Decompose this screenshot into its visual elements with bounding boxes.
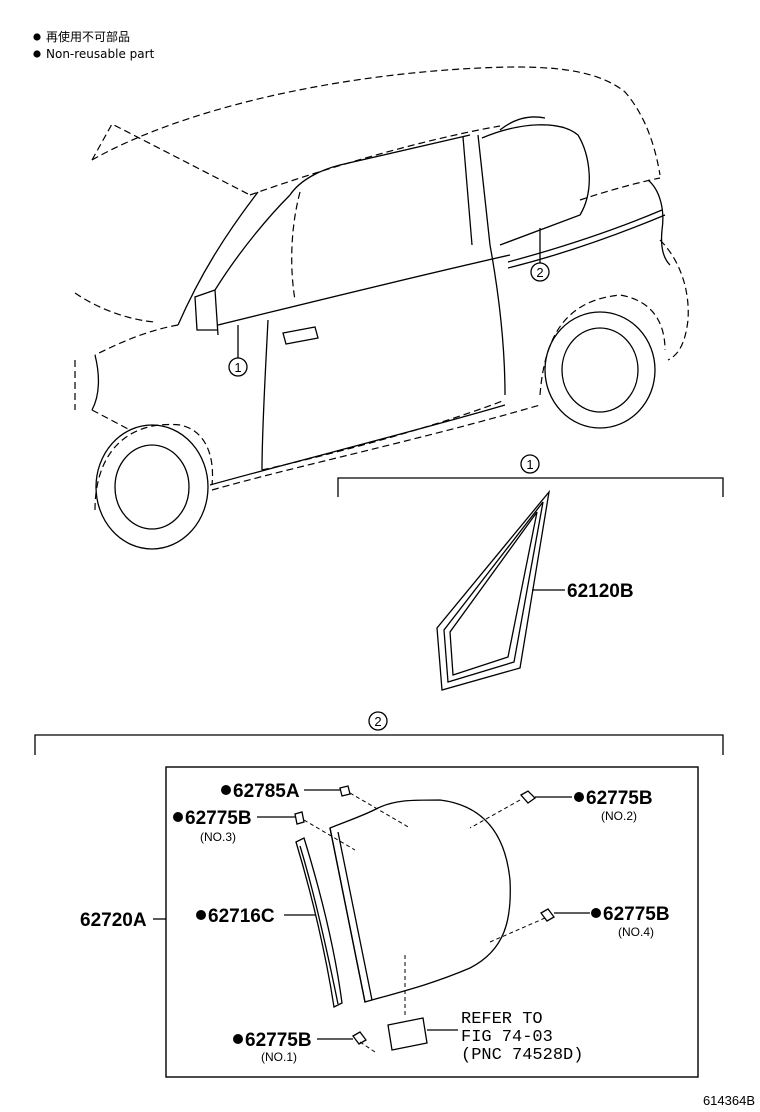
part-label-62775b-no3: 62775B (185, 808, 252, 829)
vehicle-callout-2: 2 (530, 228, 550, 282)
part-sub-no3: (NO.3) (200, 830, 236, 844)
label-62775b-no4: 62775B (NO.4) (554, 904, 670, 939)
attachment-lines (303, 792, 546, 1053)
section-2-bracket: 2 (34, 711, 724, 755)
label-62716c: 62716C (196, 906, 316, 927)
front-quarter-glass: 62120B (436, 489, 634, 691)
label-62720a: 62720A (80, 910, 166, 931)
legend-bullet-2 (33, 50, 41, 58)
part-label-62120b: 62120B (567, 581, 634, 602)
part-label-62785a: 62785A (233, 781, 300, 802)
part-label-62720a: 62720A (80, 910, 147, 931)
part-sub-no2: (NO.2) (601, 809, 637, 823)
assembly-box (165, 766, 699, 1078)
legend-text-japanese: 再使用不可部品 (46, 29, 130, 44)
refer-note: REFER TO FIG 74-03 (PNC 74528D) (427, 1010, 583, 1065)
part-sub-no4: (NO.4) (618, 925, 654, 939)
refer-line-3: (PNC 74528D) (461, 1046, 583, 1065)
vehicle-callout-1: 1 (228, 325, 248, 377)
refer-line-1: REFER TO (461, 1010, 543, 1029)
legend-bullet-1 (33, 33, 41, 41)
label-62775b-no1: 62775B (NO.1) (233, 1030, 353, 1064)
legend-text-english: Non-reusable part (46, 47, 155, 61)
label-62775b-no3: 62775B (NO.3) (173, 808, 295, 844)
rear-quarter-glass (329, 799, 511, 1003)
section-2-number: 2 (374, 714, 381, 729)
molding-strip (295, 837, 343, 1008)
legend: 再使用不可部品 Non-reusable part (33, 29, 155, 61)
part-label-62775b-no1: 62775B (245, 1030, 312, 1051)
vehicle-illustration (74, 66, 689, 550)
callout-1-number: 1 (234, 360, 241, 375)
refer-part-shape (387, 1017, 428, 1051)
callout-2-number: 2 (536, 265, 543, 280)
refer-line-2: FIG 74-03 (461, 1028, 553, 1047)
section-1-bracket: 1 (337, 454, 724, 497)
part-label-62716c: 62716C (208, 906, 275, 927)
label-62785a: 62785A (221, 781, 340, 802)
part-label-62775b-no4: 62775B (603, 904, 670, 925)
figure-number: 614364B (703, 1093, 755, 1108)
part-sub-no1: (NO.1) (261, 1050, 297, 1064)
section-1-number: 1 (526, 457, 533, 472)
part-label-62775b-no2: 62775B (586, 788, 653, 809)
label-62775b-no2: 62775B (NO.2) (535, 788, 653, 823)
